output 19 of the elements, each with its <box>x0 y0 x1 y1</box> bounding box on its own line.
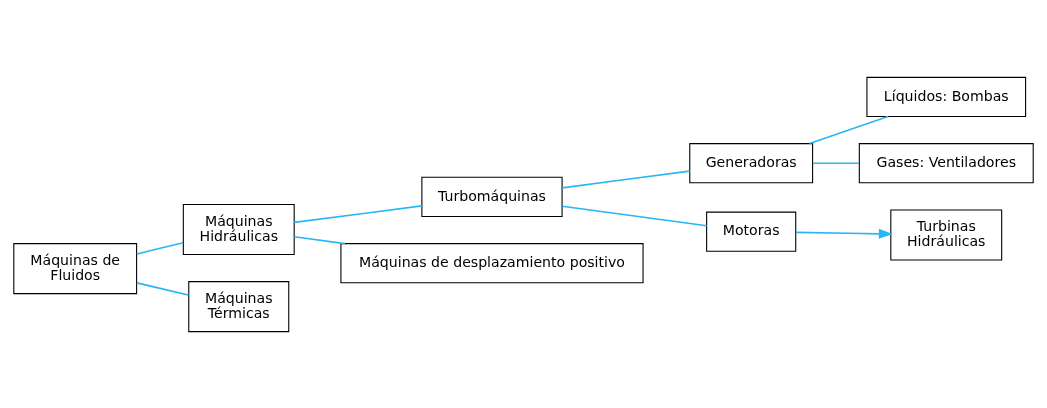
node-box: Máquinas Hidráulicas <box>182 203 295 255</box>
connector <box>808 115 889 144</box>
node-box: Generadoras <box>689 142 814 183</box>
connector <box>293 235 346 244</box>
node-box: Máquinas de desplazamiento positivo <box>340 242 644 283</box>
node-box: Máquinas Térmicas <box>188 280 290 332</box>
node-box: Turbinas Hidráulicas <box>890 208 1003 260</box>
connector <box>136 281 190 296</box>
connector <box>561 169 691 189</box>
node-box: Gases: Ventiladores <box>858 142 1034 183</box>
node-box: Turbomáquinas <box>421 176 563 217</box>
arrow <box>795 228 893 239</box>
connector <box>136 241 184 255</box>
connector <box>811 161 860 164</box>
node-box: Máquinas de Fluidos <box>13 242 138 294</box>
node-box: Motoras <box>706 211 797 252</box>
connector <box>561 204 708 227</box>
connector <box>293 204 423 223</box>
node-box: Líquidos: Bombas <box>866 76 1027 117</box>
